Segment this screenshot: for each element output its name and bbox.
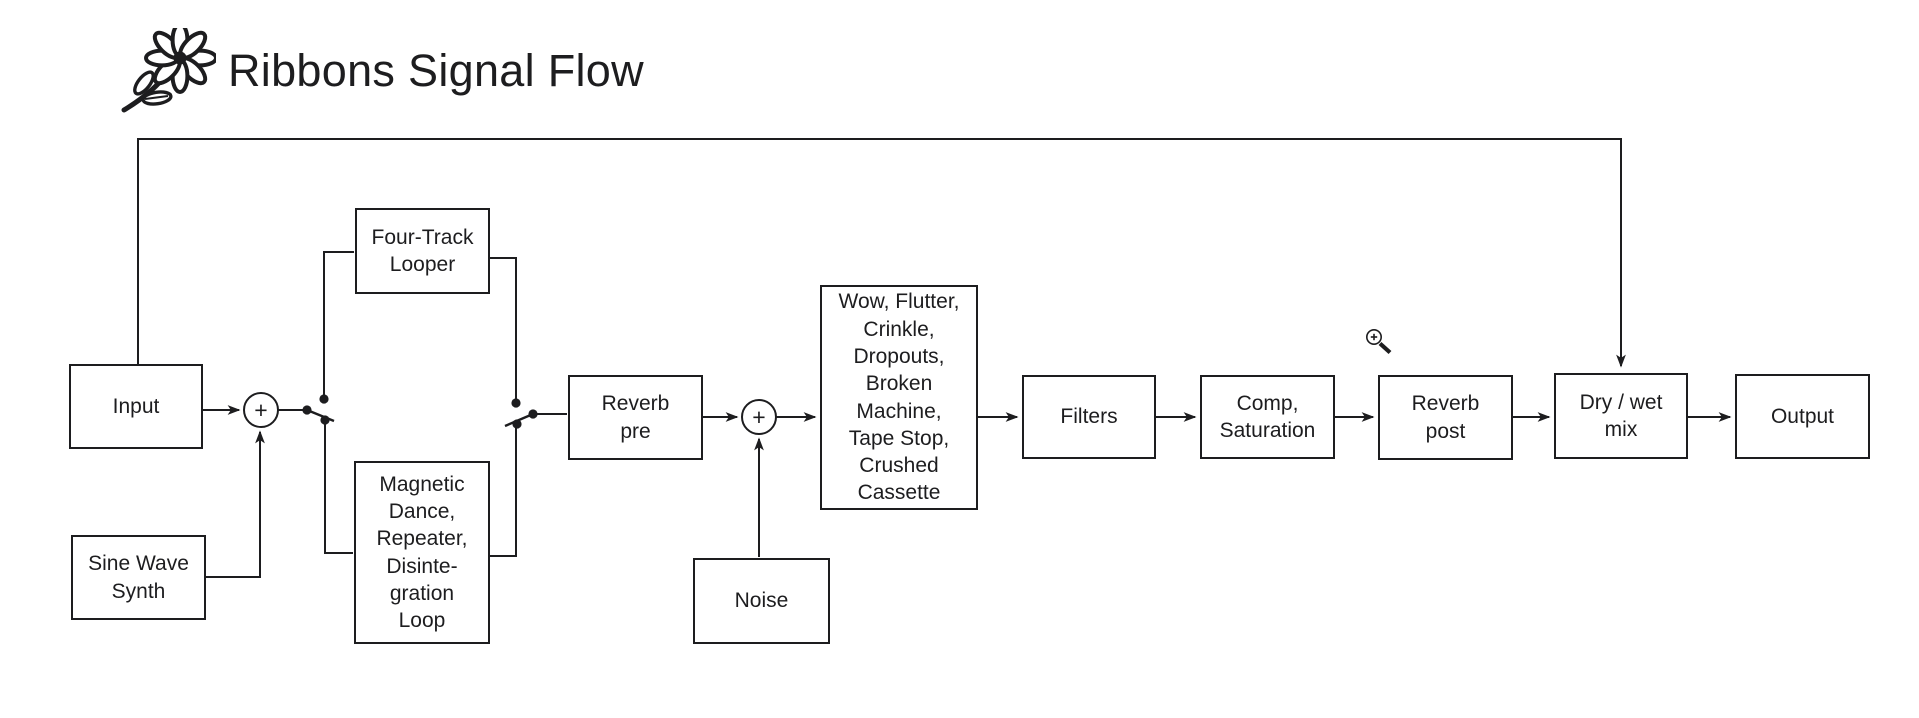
node-input: Input (69, 364, 203, 449)
plus-icon: + (254, 397, 267, 423)
node-reverb-pre: Reverb pre (568, 375, 703, 460)
node-label: Filters (1060, 405, 1118, 429)
node-label: Output (1770, 404, 1835, 428)
node-comp-saturation: Comp, Saturation (1200, 375, 1335, 459)
node-label: Comp, Saturation (1219, 391, 1316, 442)
node-label: Magnetic Dance, Repeater, Disinte- grati… (376, 472, 468, 633)
flower-icon (121, 28, 216, 113)
wire-fourtrack-to-switch (489, 257, 517, 400)
node-label: Four-Track Looper (371, 225, 474, 276)
pre-looper-switch-icon (302, 394, 335, 425)
node-noise: Noise (693, 558, 830, 644)
node-label: Input (112, 394, 160, 418)
sum-junction-pre: + (243, 392, 279, 428)
wire-switch-to-fourtrack (323, 251, 354, 397)
node-label: Noise (734, 589, 789, 613)
node-label: Dry / wet mix (1579, 390, 1663, 441)
wire-sine-to-sum (206, 430, 265, 578)
node-sine-wave-synth: Sine Wave Synth (71, 535, 206, 620)
post-looper-switch-icon (504, 398, 538, 429)
node-label: Sine Wave Synth (88, 552, 189, 603)
wire-magnetic-to-switch (489, 427, 517, 557)
node-filters: Filters (1022, 375, 1156, 459)
node-label: Reverb pre (601, 392, 670, 443)
feedback-wire (137, 138, 1626, 368)
node-output: Output (1735, 374, 1870, 459)
node-reverb-post: Reverb post (1378, 375, 1513, 460)
diagram-title: Ribbons Signal Flow (228, 45, 644, 96)
node-four-track-looper: Four-Track Looper (355, 208, 490, 294)
diagram-header: Ribbons Signal Flow (116, 28, 644, 114)
sum-junction-post: + (741, 399, 777, 435)
wire-switch-to-magnetic (324, 418, 353, 554)
node-label: Reverb post (1411, 392, 1480, 443)
node-dry-wet-mix: Dry / wet mix (1554, 373, 1688, 459)
plus-icon: + (752, 404, 765, 430)
node-tape-fx: Wow, Flutter, Crinkle, Dropouts, Broken … (820, 285, 978, 510)
zoom-in-cursor-icon (1366, 328, 1392, 355)
node-magnetic-dance: Magnetic Dance, Repeater, Disinte- grati… (354, 461, 490, 644)
node-label: Wow, Flutter, Crinkle, Dropouts, Broken … (838, 290, 960, 505)
